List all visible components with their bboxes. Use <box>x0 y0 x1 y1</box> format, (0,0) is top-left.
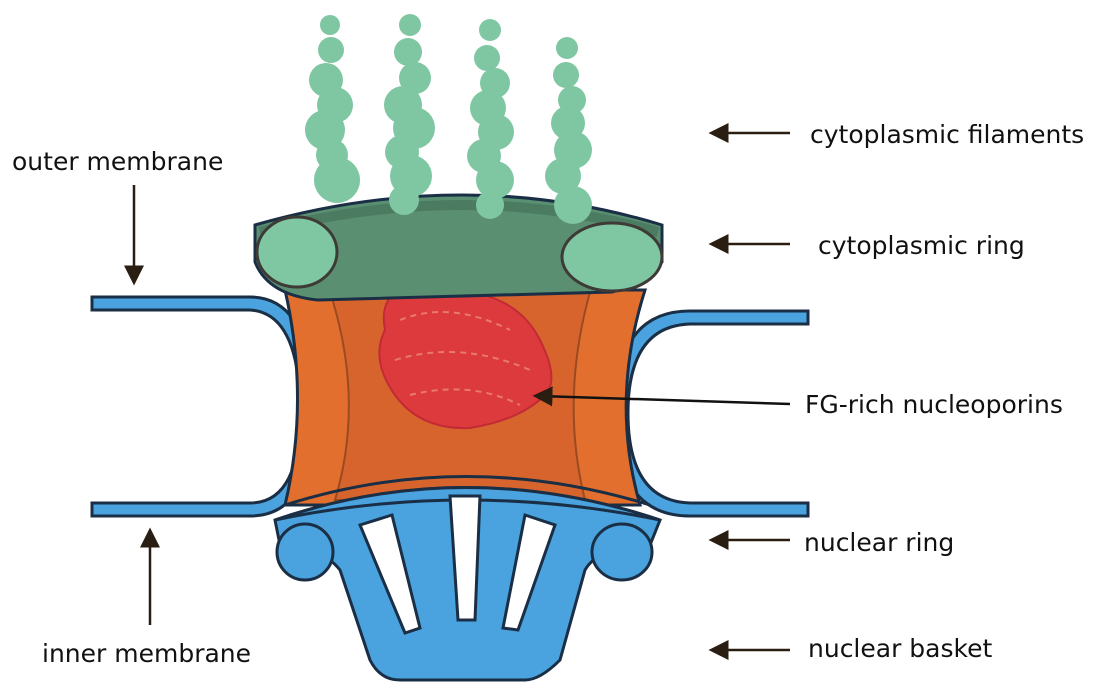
cytoplasmic-ring-knob-left <box>257 217 337 287</box>
label-outer-membrane: outer membrane <box>12 149 223 174</box>
label-nuclear-basket: nuclear basket <box>808 636 992 661</box>
right-membrane <box>615 311 808 516</box>
cytoplasmic-ring-knob-right <box>562 223 662 291</box>
label-fg-nucleoporins: FG-rich nucleoporins <box>805 392 1063 417</box>
label-cytoplasmic-ring: cytoplasmic ring <box>818 233 1025 258</box>
cytoplasmic-filaments <box>305 14 592 224</box>
left-membrane <box>92 297 313 516</box>
nuclear-ring-knob-right <box>592 524 652 580</box>
label-nuclear-ring: nuclear ring <box>804 530 954 555</box>
nuclear-ring-knob-left <box>277 524 333 580</box>
label-inner-membrane: inner membrane <box>42 641 251 666</box>
label-cytoplasmic-filaments: cytoplasmic filaments <box>810 122 1084 147</box>
